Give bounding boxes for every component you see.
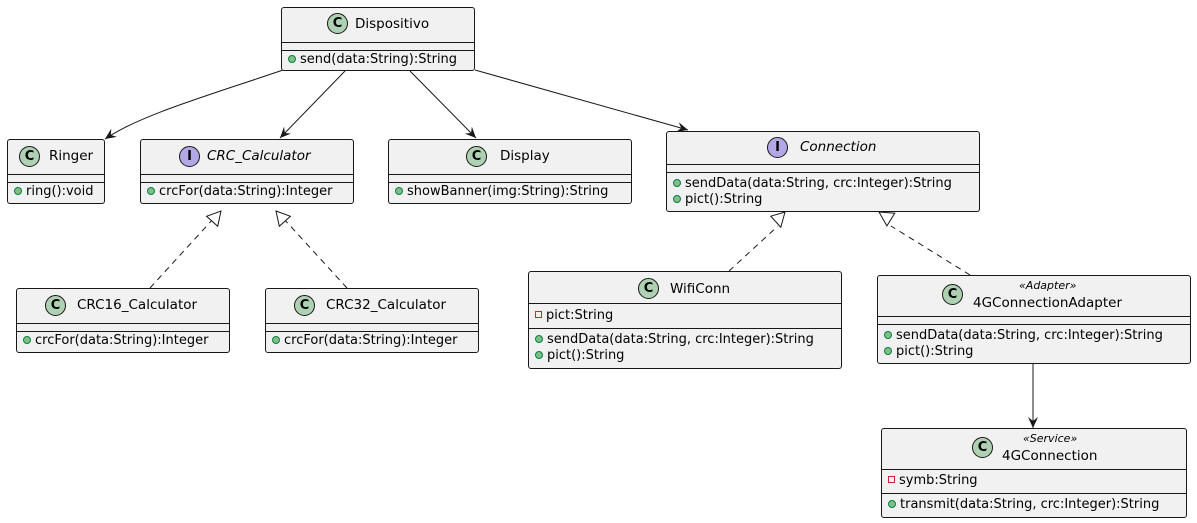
class-crc32-calculator[interactable]: C CRC32_Calculator crcFor(data:String):I… [265, 288, 479, 353]
method: sendData(data:String, crc:Integer):Strin… [535, 332, 814, 347]
edge-adapter-connection [890, 225, 971, 276]
class-display[interactable]: C Display showBanner(img:String):String [388, 139, 632, 204]
class-badge-icon: C [466, 146, 487, 167]
separator [266, 331, 478, 332]
class-crc16-calculator[interactable]: C CRC16_Calculator crcFor(data:String):I… [16, 288, 230, 353]
separator [266, 323, 478, 324]
interface-name: Connection [800, 139, 877, 155]
public-icon [23, 335, 31, 344]
separator [667, 164, 979, 165]
class-4gconnection-adapter[interactable]: C «Adapter» 4GConnectionAdapter sendData… [877, 275, 1191, 364]
separator [282, 50, 474, 51]
realization-head-crc32 [275, 210, 292, 228]
method: pict():String [884, 344, 973, 359]
method: showBanner(img:String):String [395, 184, 608, 199]
interface-crc-calculator[interactable]: I CRC_Calculator crcFor(data:String):Int… [140, 139, 354, 204]
stereotype-label: «Adapter» [1019, 279, 1077, 292]
method: sendData(data:String, crc:Integer):Strin… [884, 328, 1163, 343]
edge-dispositivo-display [409, 70, 477, 139]
public-icon [884, 346, 892, 355]
public-icon [288, 54, 296, 63]
class-badge-icon: C [327, 13, 348, 34]
class-name: CRC32_Calculator [326, 297, 447, 313]
stereotype-label: «Service» [1023, 432, 1078, 445]
method: send(data:String):String [288, 52, 457, 67]
class-badge-icon: C [972, 437, 993, 458]
separator [17, 323, 229, 324]
separator [141, 182, 353, 183]
separator [8, 182, 104, 183]
class-name: WifiConn [670, 281, 731, 297]
public-icon [535, 350, 543, 359]
edge-dispositivo-crc-calculator [279, 70, 346, 139]
field: pict:String [535, 308, 613, 323]
interface-badge-icon: I [179, 146, 200, 167]
separator [882, 469, 1186, 470]
separator [389, 182, 631, 183]
method: sendData(data:String, crc:Integer):Strin… [673, 176, 952, 191]
public-icon [14, 186, 22, 195]
class-badge-icon: C [294, 295, 315, 316]
separator [878, 316, 1190, 317]
field: symb:String [888, 473, 978, 488]
separator [529, 328, 841, 329]
public-icon [272, 335, 280, 344]
realization-head-wificonn [769, 211, 786, 229]
class-badge-icon: C [19, 146, 40, 167]
separator [529, 303, 841, 304]
edge-dispositivo-connection [474, 69, 689, 132]
public-icon [884, 330, 892, 339]
interface-name: CRC_Calculator [207, 148, 311, 164]
class-badge-icon: C [45, 295, 66, 316]
class-name: 4GConnection [1002, 448, 1098, 464]
edge-dispositivo-ringer [104, 69, 284, 140]
separator [389, 174, 631, 175]
class-name: Ringer [49, 148, 94, 164]
class-name: Display [500, 148, 550, 164]
public-icon [888, 499, 896, 508]
public-icon [395, 186, 403, 195]
private-icon [888, 476, 895, 483]
class-name: Dispositivo [355, 16, 430, 32]
class-ringer[interactable]: C Ringer ring():void [7, 139, 105, 204]
separator [878, 324, 1190, 325]
method: pict():String [673, 192, 762, 207]
class-name: CRC16_Calculator [77, 297, 198, 313]
realization-head-crc16 [205, 210, 222, 228]
public-icon [147, 186, 155, 195]
interface-connection[interactable]: I Connection sendData(data:String, crc:I… [666, 131, 980, 212]
separator [667, 172, 979, 173]
method: ring():void [14, 184, 93, 199]
separator [17, 331, 229, 332]
method: transmit(data:String, crc:Integer):Strin… [888, 497, 1159, 512]
separator [882, 493, 1186, 494]
method: crcFor(data:String):Integer [147, 184, 332, 199]
class-badge-icon: C [638, 278, 659, 299]
public-icon [535, 334, 543, 343]
edge-wificonn-connection [728, 225, 779, 272]
public-icon [673, 178, 681, 187]
edge-crc32-crc-calculator [282, 217, 348, 289]
class-wificonn[interactable]: C WifiConn pict:String sendData(data:Str… [528, 271, 842, 369]
private-icon [535, 311, 542, 318]
separator [8, 174, 104, 175]
interface-badge-icon: I [767, 137, 788, 158]
class-dispositivo[interactable]: C Dispositivo send(data:String):String [281, 7, 475, 71]
method: crcFor(data:String):Integer [272, 333, 457, 348]
method: pict():String [535, 348, 624, 363]
class-badge-icon: C [942, 284, 963, 305]
edge-crc16-crc-calculator [149, 217, 215, 289]
separator [282, 42, 474, 43]
class-4gconnection[interactable]: C «Service» 4GConnection symb:String tra… [881, 428, 1187, 518]
realization-head-adapter [878, 211, 896, 227]
separator [141, 174, 353, 175]
class-name: 4GConnectionAdapter [973, 295, 1122, 311]
public-icon [673, 194, 681, 203]
method: crcFor(data:String):Integer [23, 333, 208, 348]
